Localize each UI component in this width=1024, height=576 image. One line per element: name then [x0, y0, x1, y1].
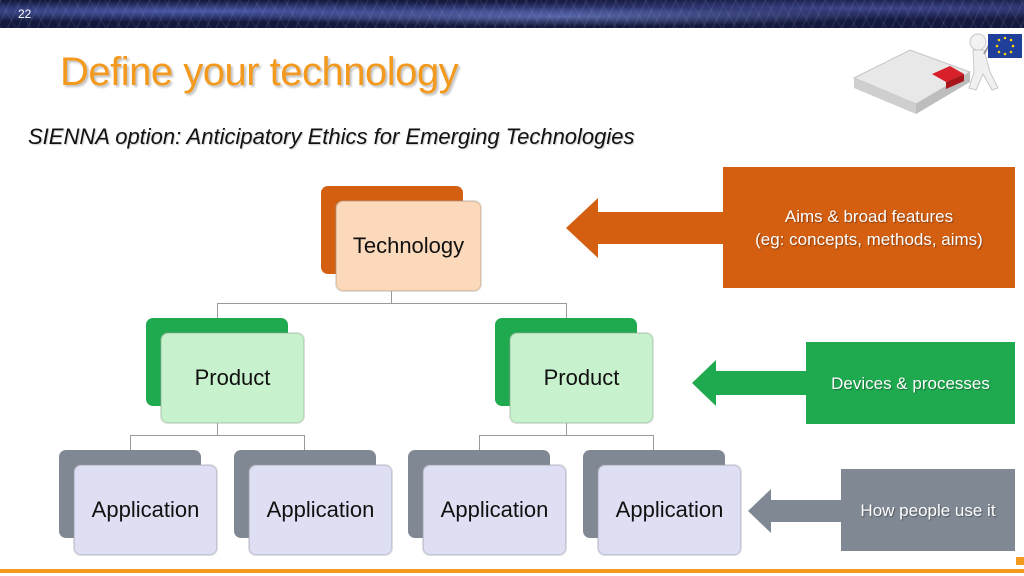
technology-callout-line2: (eg: concepts, methods, aims): [755, 229, 983, 249]
application-node-label: Application: [74, 465, 217, 555]
connector-product1-down: [217, 422, 218, 436]
connector-product1-horizontal: [130, 435, 305, 436]
connector-app4-up: [653, 435, 654, 450]
connector-tech-down: [391, 290, 392, 304]
product-node-label: Product: [510, 333, 653, 423]
technology-arrow-icon: [566, 198, 726, 258]
product-node: Product: [146, 318, 304, 423]
header-banner: 22: [0, 0, 1024, 28]
connector-product2-up: [566, 303, 567, 318]
connector-product2-down: [566, 422, 567, 436]
technology-node-label: Technology: [336, 201, 481, 291]
connector-tech-horizontal: [217, 303, 567, 304]
connector-product2-horizontal: [479, 435, 654, 436]
connector-product1-up: [217, 303, 218, 318]
puzzle-figure-eu-flag-icon: [852, 33, 1022, 114]
footer-line: [0, 569, 1024, 573]
application-node-label: Application: [249, 465, 392, 555]
product-node: Product: [495, 318, 653, 423]
connector-app2-up: [304, 435, 305, 450]
product-callout: Devices & processes: [806, 342, 1015, 424]
application-node-label: Application: [423, 465, 566, 555]
slide-subtitle: SIENNA option: Anticipatory Ethics for E…: [28, 124, 635, 149]
connector-app3-up: [479, 435, 480, 450]
application-callout: How people use it: [841, 469, 1015, 551]
slide-number: 22: [18, 7, 32, 21]
product-node-label: Product: [161, 333, 304, 423]
technology-callout: Aims & broad features (eg: concepts, met…: [723, 167, 1015, 288]
technology-node: Technology: [321, 186, 481, 291]
application-node: Application: [408, 450, 566, 555]
application-node: Application: [234, 450, 392, 555]
application-node: Application: [59, 450, 217, 555]
footer-marker: [1016, 557, 1024, 565]
product-arrow-icon: [692, 360, 808, 406]
application-node: Application: [583, 450, 741, 555]
slide-title: Define your technology: [60, 50, 459, 94]
technology-callout-line1: Aims & broad features: [784, 206, 954, 226]
connector-app1-up: [130, 435, 131, 450]
application-node-label: Application: [598, 465, 741, 555]
application-arrow-icon: [748, 489, 843, 533]
